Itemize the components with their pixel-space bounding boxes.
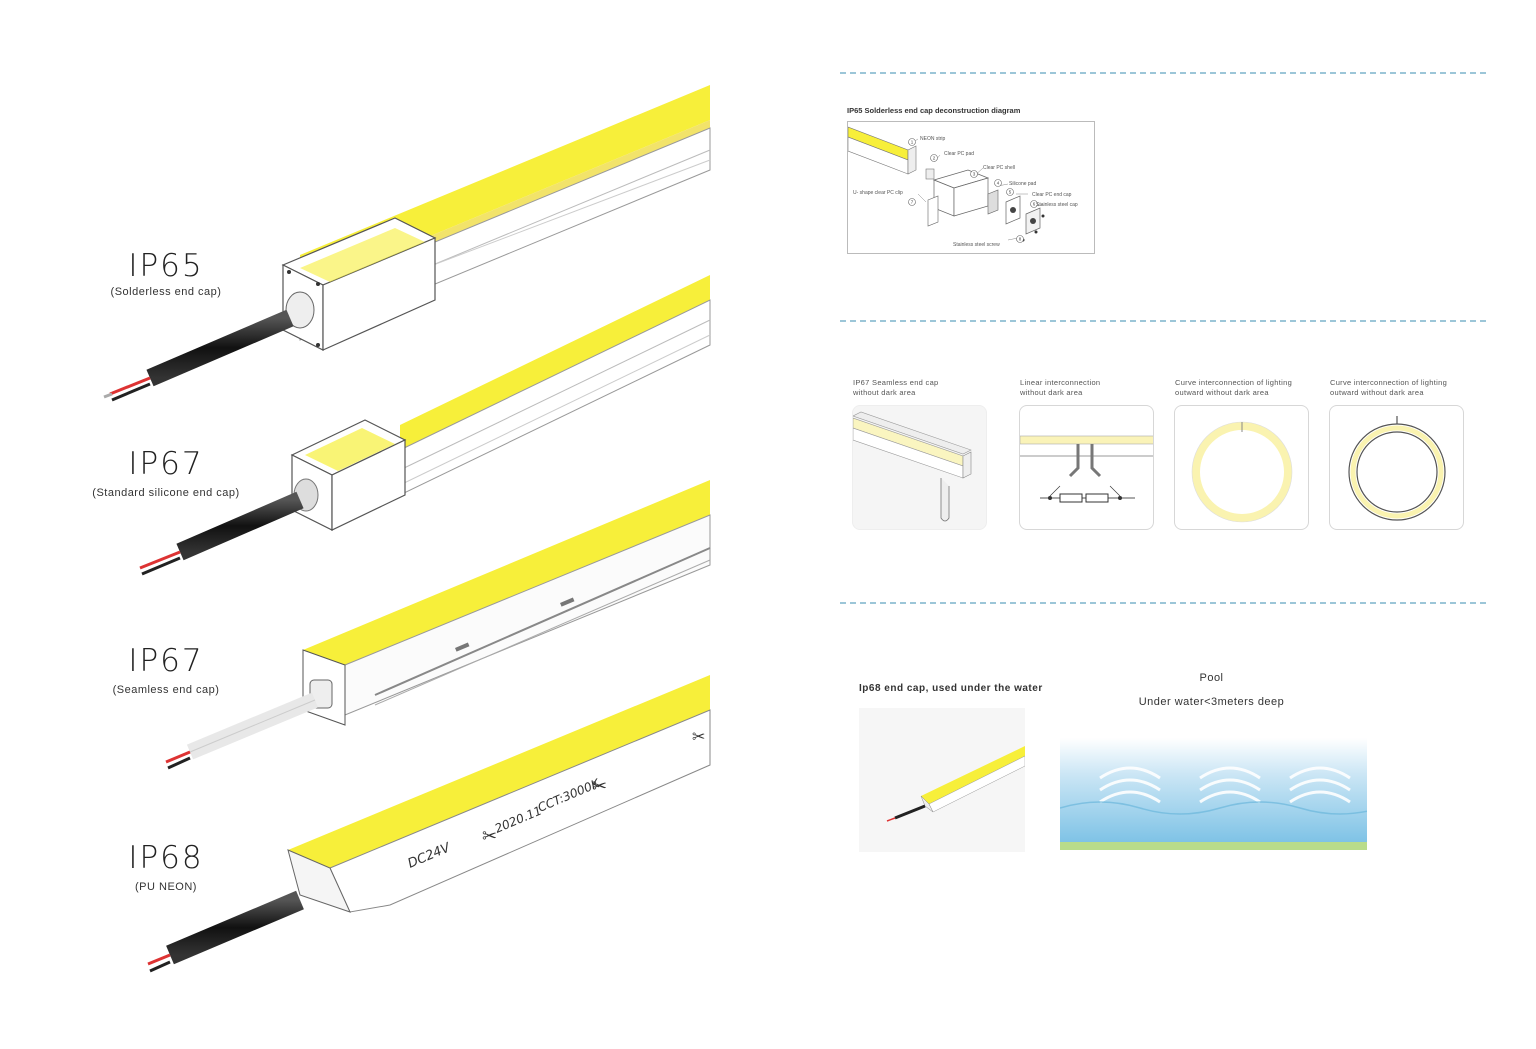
part-label: NEON strip: [920, 136, 946, 142]
pool-depth: Under water<3meters deep: [1138, 696, 1285, 708]
part-number: 3: [973, 172, 976, 177]
pool-title: Pool: [1199, 672, 1224, 684]
part-label: Clear PC shell: [983, 165, 1015, 171]
part-number: 6: [1033, 202, 1036, 207]
product-subtitle: (Seamless end cap): [112, 684, 220, 696]
part-number: 1: [911, 140, 914, 145]
underwater-caption: Ip68 end cap, used under the water: [859, 683, 1043, 694]
part-label: Clear PC pad: [944, 151, 974, 157]
linear-interconnection-image: [1019, 405, 1154, 530]
ip68-pu-strip: DC24V 2020.11 CCT:3000K ✂ ✂ ✂: [147, 675, 711, 973]
ip68-underwater-image: [859, 708, 1025, 852]
scissors-icon: ✂: [592, 776, 607, 796]
product-title: IP65: [128, 248, 204, 284]
seamless-end-cap-image: [852, 405, 987, 530]
ip67-seamless-strip: [165, 480, 711, 770]
diagram-title: IP65 Solderless end cap deconstruction d…: [847, 106, 1021, 115]
scissors-icon: ✂: [692, 729, 705, 746]
product-title: IP67: [128, 446, 204, 482]
section-divider: [840, 320, 1486, 322]
scissors-icon: ✂: [482, 826, 497, 846]
ip65-strip: [103, 85, 711, 402]
part-number: 8: [1019, 237, 1022, 242]
part-label: Clear PC end cap: [1032, 192, 1072, 198]
ip67-standard-strip: [139, 275, 711, 576]
part-label: Stainless steel screw: [953, 242, 1000, 248]
curve-interconnection-image: [1174, 405, 1309, 530]
part-number: 4: [997, 181, 1000, 186]
curve-interconnection-outlined-image: [1329, 405, 1464, 530]
neon-strips-illustration: DC24V 2020.11 CCT:3000K ✂ ✂ ✂: [103, 85, 711, 973]
product-subtitle: (Solderless end cap): [110, 286, 222, 298]
pool-illustration: [1060, 738, 1367, 850]
deconstruction-diagram: 1 2 3 4 5 6 7 8 NEON strip Clear PC pad …: [847, 121, 1095, 254]
product-title: IP67: [128, 643, 204, 679]
part-label: Silicone pad: [1009, 181, 1036, 187]
part-label: Stainless steel cap: [1036, 202, 1078, 208]
product-subtitle: (Standard silicone end cap): [92, 487, 240, 499]
section-divider: [840, 602, 1486, 604]
product-subtitle: (PU NEON): [135, 881, 197, 893]
part-number: 2: [933, 156, 936, 161]
part-number: 5: [1009, 190, 1012, 195]
part-number: 7: [911, 200, 914, 205]
section-divider: [840, 72, 1486, 74]
part-label: U- shape clear PC clip: [853, 190, 903, 196]
product-title: IP68: [128, 840, 204, 876]
